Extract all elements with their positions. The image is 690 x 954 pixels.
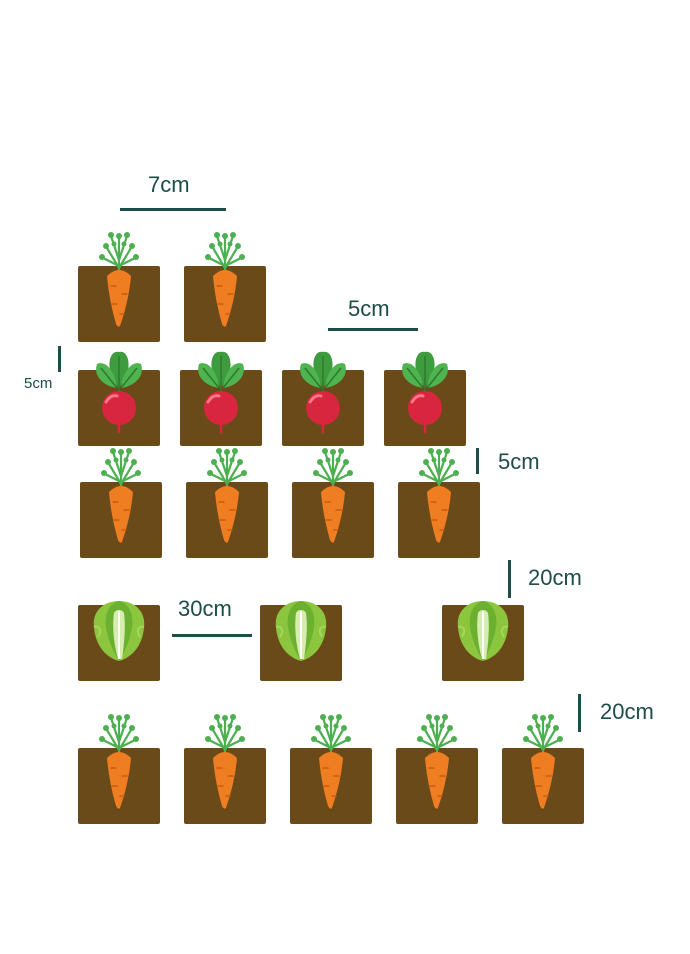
- carrot-icon: [417, 712, 457, 812]
- measure-bar-20cm-lower: [578, 694, 581, 732]
- carrot-icon: [99, 230, 139, 330]
- radish-icon: [295, 340, 351, 434]
- lettuce-icon: [454, 597, 512, 663]
- label-30cm: 30cm: [178, 596, 232, 621]
- label-20cm-lower: 20cm: [600, 699, 654, 724]
- radish-icon: [193, 340, 249, 434]
- measure-bar-5cm-horizontal: [328, 328, 418, 331]
- label-7cm: 7cm: [148, 172, 190, 197]
- measure-bar-5cm-right: [476, 448, 479, 474]
- carrot-icon: [207, 446, 247, 546]
- carrot-icon: [313, 446, 353, 546]
- label-5cm-left: 5cm: [24, 375, 53, 392]
- label-5cm-right: 5cm: [498, 449, 540, 474]
- carrot-icon: [419, 446, 459, 546]
- carrot-icon: [205, 712, 245, 812]
- measure-bar-5cm-left: [58, 346, 61, 372]
- radish-icon: [397, 340, 453, 434]
- measure-bar-20cm-upper: [508, 560, 511, 598]
- lettuce-icon: [90, 597, 148, 663]
- measure-bar-7cm: [120, 208, 226, 211]
- carrot-icon: [205, 230, 245, 330]
- carrot-icon: [523, 712, 563, 812]
- carrot-icon: [101, 446, 141, 546]
- label-20cm-upper: 20cm: [528, 565, 582, 590]
- measure-bar-30cm: [172, 634, 252, 637]
- carrot-icon: [99, 712, 139, 812]
- lettuce-icon: [272, 597, 330, 663]
- carrot-icon: [311, 712, 351, 812]
- radish-icon: [91, 340, 147, 434]
- label-5cm-horizontal: 5cm: [348, 296, 390, 321]
